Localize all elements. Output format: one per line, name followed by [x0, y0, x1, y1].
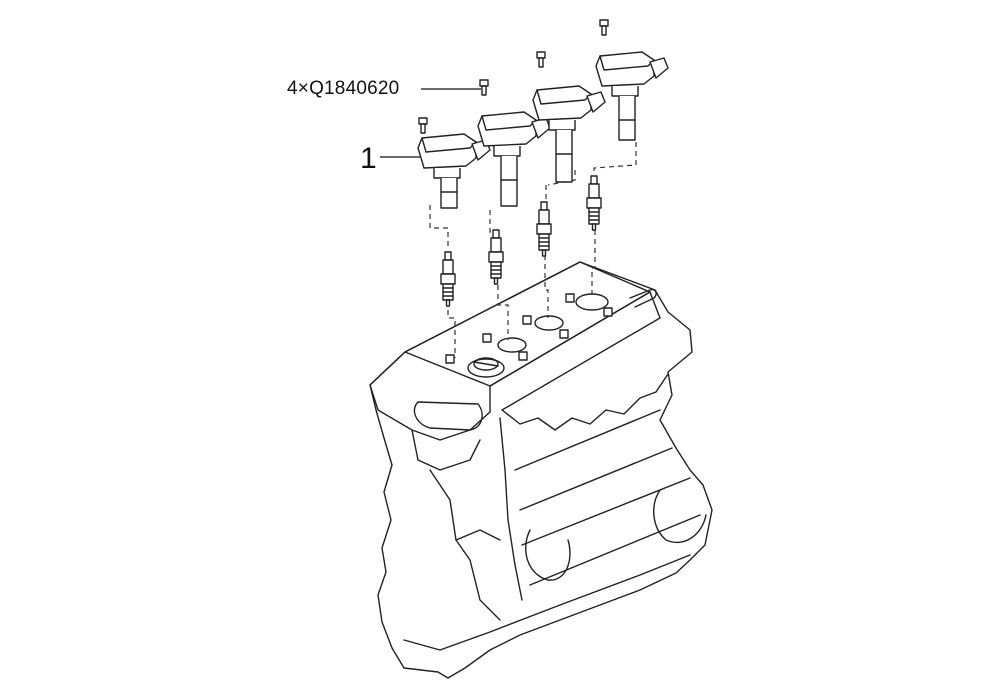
ignition-coil: [417, 133, 491, 209]
bolt: [479, 79, 489, 96]
part-number-callout: 1: [360, 142, 377, 175]
spark-plug: [440, 251, 456, 307]
coil-mounting-bolts: [418, 19, 609, 134]
bolt: [536, 51, 546, 68]
bolt-callout-label: 4×Q1840620: [287, 78, 400, 99]
engine-block: [369, 261, 713, 679]
spark-plug: [586, 175, 602, 231]
spark-plug: [536, 201, 552, 257]
ignition-coil: [477, 111, 551, 207]
bolt: [418, 117, 428, 134]
ignition-coil: [595, 51, 669, 141]
spark-plugs: [440, 175, 602, 307]
assembly-guide-lines: [429, 142, 637, 358]
spark-plug: [488, 229, 504, 285]
ignition-coil: [532, 85, 606, 183]
callout-leaders: [380, 88, 481, 158]
ignition-coils: [417, 51, 669, 209]
bolt: [599, 19, 609, 36]
valve-cover-details: [445, 288, 657, 378]
